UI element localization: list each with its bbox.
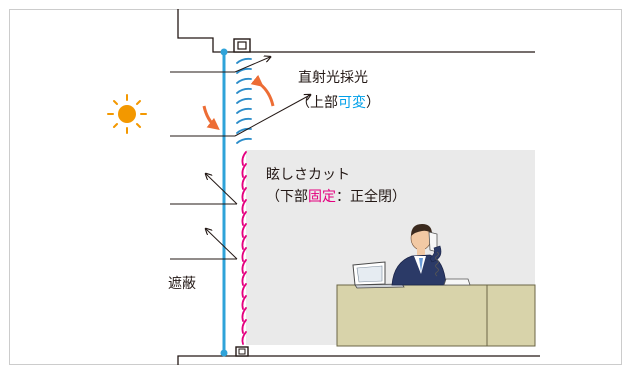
bottom-rail-inner [238, 348, 246, 355]
direct-light-arrow-lower [234, 95, 310, 137]
incoming-light-lines [170, 71, 237, 260]
floor-slab [177, 355, 540, 365]
rotation-arrow-left [202, 105, 220, 130]
desk-left [336, 284, 488, 347]
office-worker-icon [391, 224, 471, 286]
label-shield: 遮蔽 [168, 276, 196, 292]
bottom-rail-box [235, 346, 249, 357]
glass-top-end [220, 48, 228, 56]
label-lower-fixed: （下部固定：正全閉） [266, 188, 406, 205]
glass-bottom-end [220, 349, 228, 357]
rotation-arrow-right [250, 74, 275, 107]
top-rail-box [233, 38, 251, 53]
glare-reflect-arrow-lower [206, 229, 238, 260]
label-direct-light: 直射光採光 [298, 69, 368, 86]
sun-icon [107, 94, 147, 134]
direct-light-arrow-upper [234, 57, 270, 73]
laptop-icon [352, 261, 405, 289]
desk-right [486, 284, 536, 347]
label-glare-cut: 眩しさカット [266, 167, 350, 183]
glare-reflect-arrow-upper [206, 174, 238, 205]
label-upper-variable: （上部可変） [296, 94, 380, 111]
ceiling-slab [177, 9, 535, 53]
lower-louvers [241, 151, 247, 345]
upper-louvers [236, 57, 252, 144]
top-rail-inner [237, 41, 247, 50]
